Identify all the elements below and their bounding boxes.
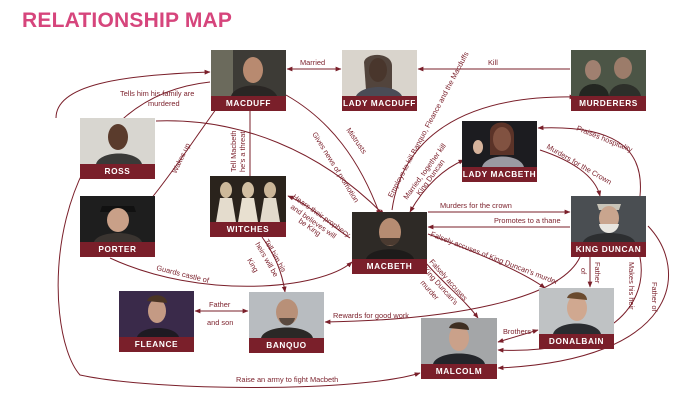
macduff-portrait (211, 50, 286, 96)
label-tell-macbeth-1: Tell Macbeth (229, 131, 238, 173)
donalbain-portrait (539, 288, 614, 334)
witches-portrait (210, 176, 286, 222)
malcolm-portrait (421, 318, 497, 364)
character-fleance[interactable]: FLEANCE (119, 291, 194, 352)
label-mistrusts: Mistrusts (344, 126, 369, 156)
label-brothers: Brothers (503, 327, 531, 336)
edge-murders-crown-1 (539, 149, 602, 197)
edge-father-malcolm (497, 225, 669, 371)
malcolm-label: MALCOLM (421, 364, 497, 379)
character-ross[interactable]: ROSS (80, 118, 155, 179)
king-duncan-label: KING DUNCAN (571, 242, 646, 257)
character-murderers[interactable]: MURDERERS (571, 50, 646, 111)
porter-label: PORTER (80, 242, 155, 257)
macbeth-label: MACBETH (352, 259, 427, 274)
character-king-duncan[interactable]: KING DUNCAN (571, 196, 646, 257)
character-banquo[interactable]: BANQUO (249, 292, 324, 353)
edge-tells-him (55, 69, 211, 119)
macbeth-portrait (352, 212, 427, 259)
character-macbeth[interactable]: MACBETH (352, 212, 427, 274)
banquo-label: BANQUO (249, 338, 324, 353)
edge-falsely-2 (424, 261, 479, 319)
label-father-donalbain: Father (593, 262, 602, 284)
label-tell-him-3: King (245, 257, 260, 274)
label-tells-him-1: Tells him his family are (120, 89, 194, 98)
edge-rewards (324, 256, 581, 325)
edge-praises (537, 125, 641, 197)
label-father-of: of (579, 268, 588, 275)
edge-gives-news (155, 120, 385, 216)
edge-tell-him (261, 236, 287, 293)
lady-macbeth-portrait (462, 121, 537, 167)
label-kill: Kill (488, 58, 498, 67)
edge-brothers (497, 329, 539, 343)
edge-mistrusts (285, 94, 381, 216)
label-rewards: Rewards for good work (333, 311, 409, 320)
murderers-label: MURDERERS (571, 96, 646, 111)
lady-macduff-label: LADY MACDUFF (342, 96, 417, 111)
porter-portrait (80, 196, 155, 242)
label-married: Married (300, 58, 325, 67)
donalbain-label: DONALBAIN (539, 334, 614, 349)
character-witches[interactable]: WITCHES (210, 176, 286, 237)
fleance-portrait (119, 291, 194, 337)
character-macduff[interactable]: MACDUFF (211, 50, 286, 111)
lady-macduff-portrait (342, 50, 417, 96)
edge-falsely-1 (427, 233, 546, 289)
character-malcolm[interactable]: MALCOLM (421, 318, 497, 379)
label-makes-heir: Makes his heir (627, 262, 636, 310)
label-murders-crown-2: Murders for the crown (440, 201, 512, 210)
label-father-malcolm: Father of (650, 282, 659, 313)
edge-married-together (409, 159, 465, 213)
label-father-son-2: and son (207, 318, 233, 327)
ross-portrait (80, 118, 155, 164)
label-father-son-1: Father (209, 300, 231, 309)
label-raise-army: Raise an army to fight Macbeth (236, 375, 338, 384)
king-duncan-portrait (571, 196, 646, 242)
edge-employs (391, 94, 576, 211)
macduff-label: MACDUFF (211, 96, 286, 111)
label-tells-him-2: murdered (148, 99, 180, 108)
character-porter[interactable]: PORTER (80, 196, 155, 257)
banquo-portrait (249, 292, 324, 338)
witches-label: WITCHES (210, 222, 286, 237)
fleance-label: FLEANCE (119, 337, 194, 352)
label-promotes: Promotes to a thane (494, 216, 561, 225)
edge-guards (109, 257, 353, 287)
label-tell-macbeth-2: he's a threat (238, 132, 247, 172)
label-guards: Guards castle of (156, 263, 211, 285)
murderers-portrait (571, 50, 646, 96)
label-praises: Praises hospitality (575, 124, 634, 155)
character-lady-macbeth[interactable]: LADY MACBETH (462, 121, 537, 182)
label-murders-crown-1: Murders for the Crown (545, 142, 613, 187)
character-donalbain[interactable]: DONALBAIN (539, 288, 614, 349)
ross-label: ROSS (80, 164, 155, 179)
lady-macbeth-label: LADY MACBETH (462, 167, 537, 182)
page-title: RELATIONSHIP MAP (22, 9, 233, 32)
label-wakes-up: Wakes up (170, 142, 192, 175)
edge-hears (287, 195, 351, 239)
character-lady-macduff[interactable]: LADY MACDUFF (342, 50, 417, 111)
